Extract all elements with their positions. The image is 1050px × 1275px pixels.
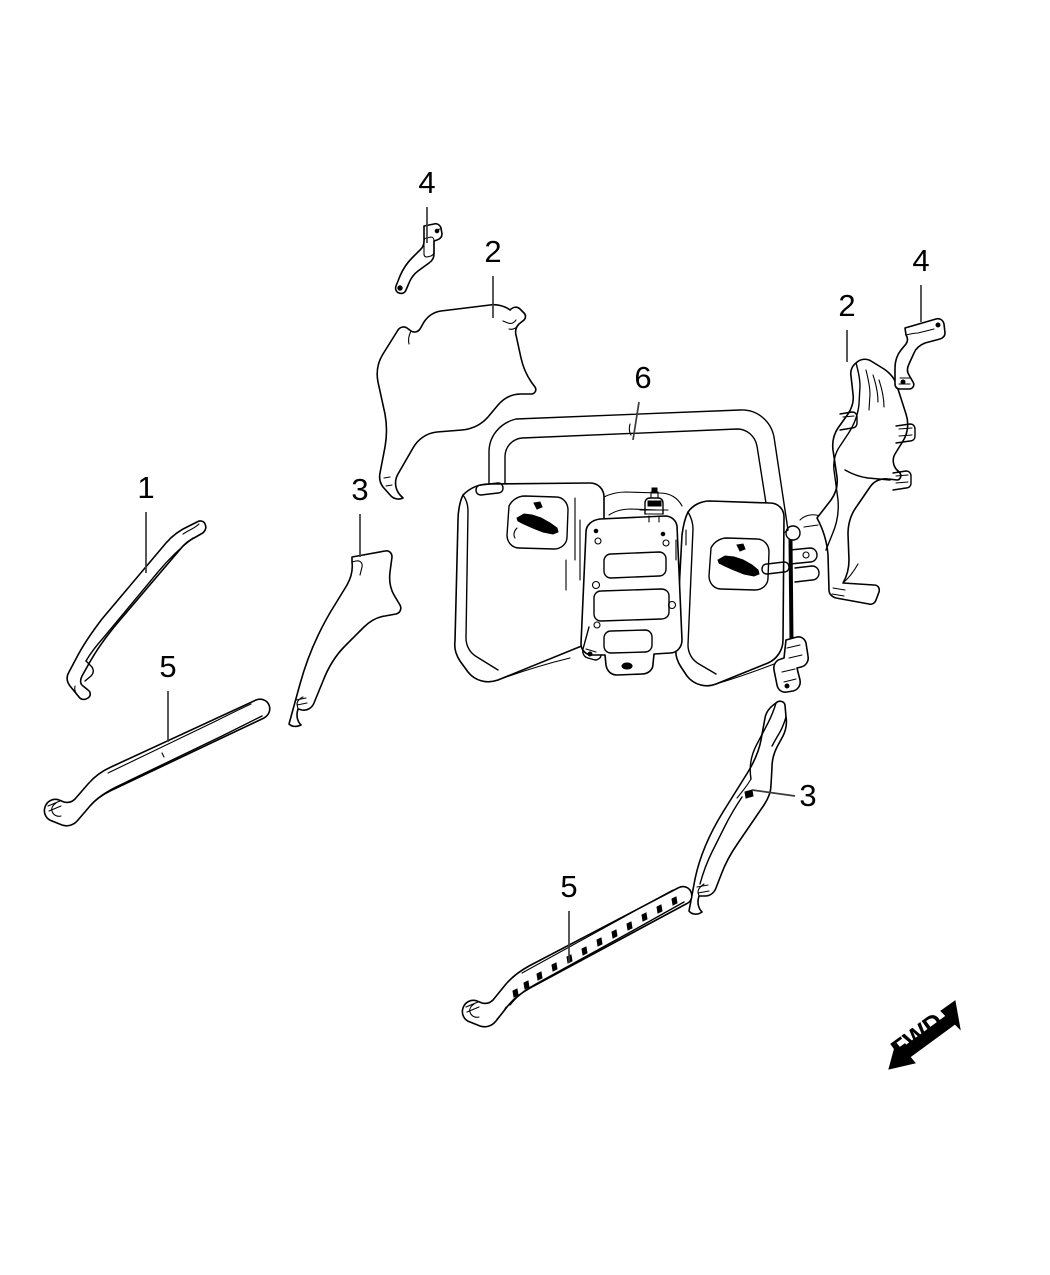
callout-number-5b: 5 xyxy=(560,869,577,904)
part-5-sill-plate-right[interactable] xyxy=(461,885,693,1028)
part-2-quarter-trim-right[interactable] xyxy=(816,358,916,606)
callout-number-2b: 2 xyxy=(838,288,855,323)
fwd-label-text: FWD xyxy=(886,1007,949,1063)
callout-number-3a: 3 xyxy=(351,472,368,507)
callout-leaders xyxy=(145,207,922,963)
callout-numbers: 1 2 3 4 6 2 4 5 3 5 xyxy=(137,165,929,904)
callout-number-4a: 4 xyxy=(418,165,435,200)
part-1-a-pillar-trim[interactable] xyxy=(66,520,207,701)
leader-6 xyxy=(632,401,640,441)
part-3-b-pillar-trim-right[interactable] xyxy=(688,700,788,915)
part-5-sill-plate-left[interactable] xyxy=(43,698,271,827)
callout-number-2a: 2 xyxy=(484,234,501,269)
part-3-b-pillar-trim-left[interactable] xyxy=(288,550,402,728)
fwd-arrow-marker: FWD xyxy=(886,1000,961,1070)
callout-number-3b: 3 xyxy=(799,778,816,813)
callout-number-1: 1 xyxy=(137,470,154,505)
part-6-roll-bar-assembly[interactable] xyxy=(453,409,829,693)
callout-number-6: 6 xyxy=(634,360,651,395)
callout-number-5a: 5 xyxy=(159,649,176,684)
leader-3b xyxy=(751,789,796,797)
part-4-bracket-left[interactable] xyxy=(394,222,443,295)
callout-number-4b: 4 xyxy=(912,243,929,278)
part-2-quarter-trim-left[interactable] xyxy=(376,303,537,500)
fwd-arrow-label: FWD xyxy=(886,1007,949,1063)
part-4-bracket-right[interactable] xyxy=(894,317,946,390)
